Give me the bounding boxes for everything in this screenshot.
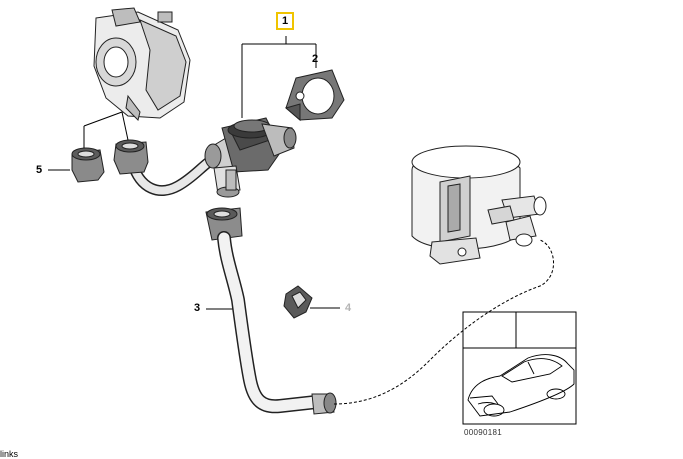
callout-part-4[interactable]: 4 (345, 302, 352, 314)
footer-text: links (0, 449, 19, 459)
hose-end-fitting (311, 392, 337, 415)
hose-connector-lower (205, 207, 243, 241)
grommet-part-5 (71, 147, 105, 183)
ring-part-2 (284, 69, 345, 122)
callout-part-1[interactable]: 1 (276, 12, 295, 30)
elbow-connector (113, 139, 149, 175)
clip-part-4 (283, 285, 313, 319)
callout-part-3[interactable]: 3 (194, 302, 201, 314)
callout-part-2[interactable]: 2 (312, 53, 319, 65)
t-connector-part-1 (204, 117, 297, 198)
leader-lines (48, 36, 340, 310)
throttle-body (93, 7, 191, 121)
carbon-canister (411, 145, 547, 265)
diagram-reference-number: 00090181 (464, 428, 502, 437)
connection-dashed-line (333, 239, 554, 405)
callout-part-5[interactable]: 5 (36, 164, 43, 176)
vehicle-locator-thumbnail (462, 311, 577, 425)
